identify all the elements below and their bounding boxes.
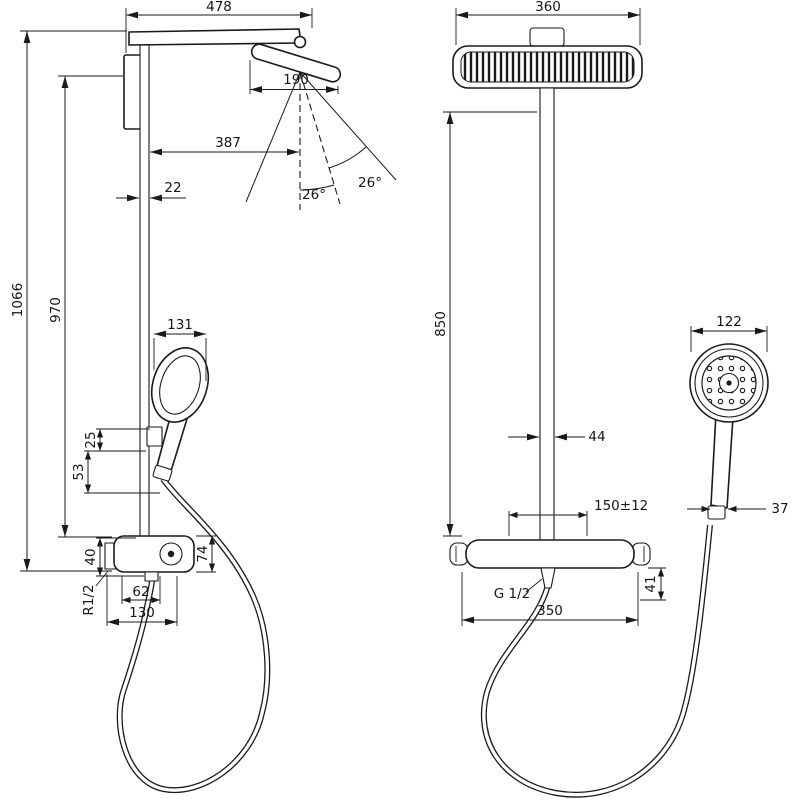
- spray-angle-right-label: 26°: [358, 175, 382, 191]
- dim-handshower-diameter: 122: [690, 314, 768, 352]
- dim-74-label: 74: [195, 545, 211, 562]
- dim-22-label: 22: [164, 180, 181, 196]
- dim-970-label: 970: [48, 297, 64, 323]
- outlet-thread-label: G 1/2: [494, 586, 530, 602]
- front-view: 360 850 44 122 150±12 37: [433, 0, 789, 798]
- handshower-handle: [710, 412, 734, 509]
- hose-nut-front: [707, 505, 726, 520]
- dim-total-height: 1066: [10, 30, 127, 572]
- shower-hose-side: [116, 477, 271, 794]
- outlet-thread-label-group: G 1/2: [494, 578, 543, 602]
- dim-head-width: 360: [455, 0, 641, 45]
- spray-cone: 26° 26°: [245, 71, 397, 210]
- dim-holder-spacing-a: 25: [83, 428, 150, 452]
- hose-outlet-front: [540, 567, 556, 589]
- dim-387-label: 387: [215, 135, 241, 151]
- dim-handshower-length: 131: [153, 317, 207, 381]
- overhead-shower-side: [250, 43, 342, 83]
- dim-131-label: 131: [167, 317, 193, 333]
- dim-handle-width: 37: [687, 501, 789, 517]
- dim-connection-spacing: 150±12: [508, 498, 648, 536]
- hose-nut-side: [152, 464, 173, 482]
- dim-1066-label: 1066: [10, 283, 26, 317]
- dim-pipe-width: 44: [508, 429, 606, 445]
- hand-shower-side: [150, 347, 210, 482]
- handshower-holder-side: [146, 426, 163, 447]
- dim-150-label: 150±12: [594, 498, 648, 514]
- dim-spray-reach: 387: [150, 135, 299, 156]
- dim-head-depth: 190: [249, 60, 339, 94]
- thermostat-side: [104, 535, 195, 582]
- dim-25-label: 25: [83, 431, 99, 448]
- dim-overall-reach: 478: [125, 0, 313, 53]
- shower-pipe-side: [139, 44, 150, 539]
- dim-41-label: 41: [643, 575, 659, 592]
- dim-40-label: 40: [83, 548, 99, 565]
- overhead-shower-front: [452, 27, 643, 89]
- dim-350-label: 350: [537, 603, 563, 619]
- dim-122-label: 122: [716, 314, 742, 330]
- wall-thread-label-group: R1/2: [81, 570, 109, 616]
- dim-360-label: 360: [535, 0, 561, 15]
- dim-pipe-diameter: 22: [116, 180, 186, 202]
- dim-outlet-length: 41: [640, 567, 666, 601]
- dim-valve-width: 350: [461, 572, 639, 626]
- dim-bar-height: 970: [48, 75, 123, 538]
- dim-130-label: 130: [129, 605, 155, 621]
- shower-arm: [128, 28, 307, 49]
- thermostat-front: [449, 539, 651, 589]
- shower-hose-front: [480, 524, 713, 798]
- dim-37-label: 37: [771, 501, 788, 517]
- wall-bracket: [123, 54, 142, 130]
- spray-angle-left-label: 26°: [302, 187, 326, 203]
- side-view: 26° 26° 478: [10, 0, 397, 794]
- dim-62-label: 62: [132, 584, 149, 600]
- wall-thread-label: R1/2: [81, 584, 97, 615]
- shower-pipe-front: [539, 87, 555, 541]
- dim-depth-a: 62: [121, 576, 161, 604]
- hose-outlet-side: [144, 571, 159, 582]
- dim-valve-height: 74: [195, 535, 216, 573]
- dim-depth-b: 130: [106, 574, 178, 626]
- dim-190-label: 190: [283, 72, 309, 88]
- hand-shower-front: [689, 343, 769, 520]
- dim-850-label: 850: [433, 311, 449, 337]
- dim-53-label: 53: [71, 463, 87, 480]
- dim-478-label: 478: [206, 0, 232, 15]
- dim-holder-spacing-b: 53: [71, 451, 160, 494]
- arm-joint: [293, 35, 307, 49]
- ceiling-connector: [529, 27, 565, 47]
- dim-column-height: 850: [433, 111, 537, 537]
- dim-44-label: 44: [588, 429, 605, 445]
